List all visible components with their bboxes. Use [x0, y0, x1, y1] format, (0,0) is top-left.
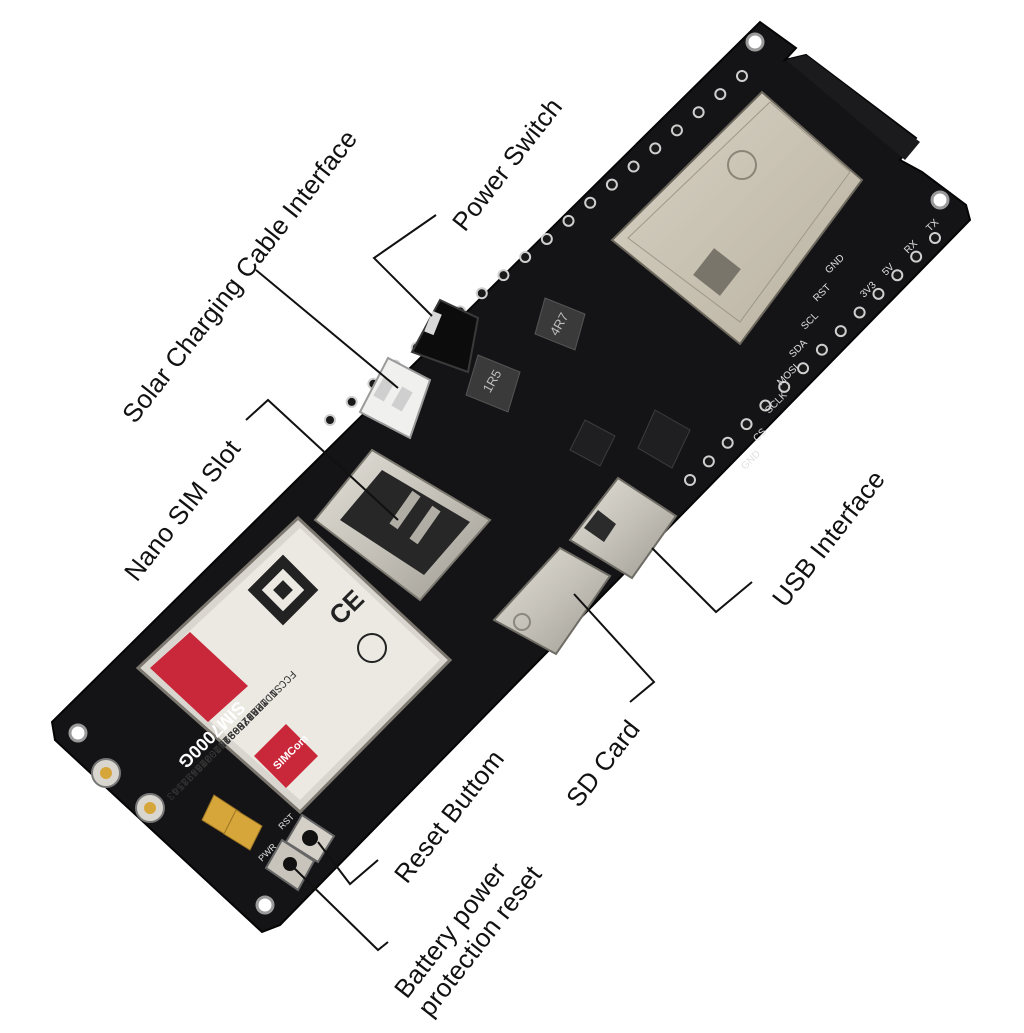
header-pin — [834, 325, 847, 338]
header-pin — [684, 474, 696, 486]
header-pin — [345, 395, 358, 408]
header-pin — [929, 232, 941, 244]
ic-chips — [569, 409, 691, 469]
top-notch — [786, 55, 920, 160]
header-pin — [853, 306, 866, 319]
header-pin — [797, 362, 810, 375]
header-pin — [519, 251, 532, 264]
header-pin — [736, 70, 748, 82]
solar-connector — [358, 356, 432, 440]
leader-battery — [291, 865, 389, 952]
header-pin — [872, 287, 885, 300]
header-pin — [702, 455, 715, 468]
header-pin — [721, 436, 734, 449]
leader-solar — [255, 269, 399, 389]
leader-reset — [317, 841, 379, 886]
header-pin — [497, 269, 510, 282]
header-pin — [778, 380, 791, 393]
header-pin — [740, 418, 753, 431]
header-pins-right — [684, 232, 941, 486]
header-pin — [605, 178, 618, 191]
header-pin — [891, 269, 904, 282]
header-pin — [475, 287, 488, 300]
header-pin — [324, 414, 336, 426]
inductors: 1R5 4R7 — [465, 297, 586, 413]
mounting-holes — [68, 32, 950, 915]
header-pin — [714, 88, 727, 101]
header-pin — [910, 250, 923, 263]
header-pin — [540, 232, 553, 245]
usb-c-port — [568, 476, 678, 580]
header-pin — [627, 160, 640, 173]
leader-power — [372, 214, 437, 317]
leader-sd — [573, 593, 656, 703]
leader-sim — [245, 398, 399, 521]
header-pin — [692, 106, 705, 119]
leader-lines — [245, 214, 753, 952]
header-pin — [670, 124, 683, 137]
header-pin — [815, 343, 828, 356]
esp32-module — [610, 90, 864, 346]
reset-button — [284, 813, 336, 864]
header-pin — [649, 142, 662, 155]
header-pin — [759, 399, 772, 412]
power-switch — [410, 298, 480, 374]
leader-usb — [651, 547, 753, 614]
antenna-connectors — [91, 758, 165, 823]
battery-pads — [201, 794, 263, 851]
sd-card-slot — [492, 546, 612, 656]
header-pin — [584, 196, 597, 209]
header-pin — [562, 214, 575, 227]
